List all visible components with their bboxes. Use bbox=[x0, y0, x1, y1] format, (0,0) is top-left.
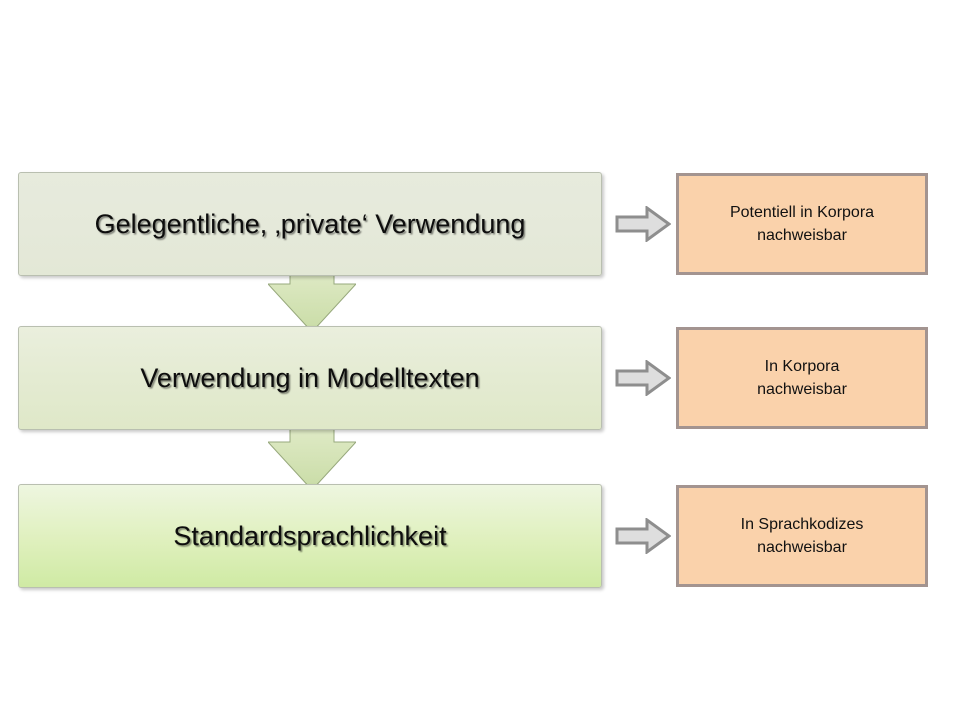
note-label: In Korpora nachweisbar bbox=[757, 355, 847, 401]
stage-box-standard-language[interactable]: Standardsprachlichkeit bbox=[18, 484, 602, 588]
arrow-right-icon bbox=[615, 518, 671, 554]
note-line-2: nachweisbar bbox=[757, 381, 847, 398]
note-box-in-corpora[interactable]: In Korpora nachweisbar bbox=[676, 327, 928, 429]
note-label: In Sprachkodizes nachweisbar bbox=[741, 513, 864, 559]
stage-label: Verwendung in Modelltexten bbox=[140, 362, 480, 393]
stage-label: Standardsprachlichkeit bbox=[173, 520, 447, 551]
arrow-right-icon bbox=[615, 360, 671, 396]
stage-box-use-in-model-texts[interactable]: Verwendung in Modelltexten bbox=[18, 326, 602, 430]
note-label: Potentiell in Korpora nachweisbar bbox=[730, 201, 874, 247]
note-line-1: In Korpora bbox=[764, 357, 840, 375]
note-box-potentially-in-corpora[interactable]: Potentiell in Korpora nachweisbar bbox=[676, 173, 928, 275]
note-box-in-language-codices[interactable]: In Sprachkodizes nachweisbar bbox=[676, 485, 928, 587]
stage-label: Gelegentliche, ‚private‘ Verwendung bbox=[94, 208, 526, 239]
note-line-1: In Sprachkodizes bbox=[740, 515, 864, 533]
note-line-1: Potentiell in Korpora bbox=[729, 203, 875, 221]
arrow-down-icon bbox=[268, 420, 356, 490]
note-line-2: nachweisbar bbox=[757, 539, 847, 556]
arrow-right-icon bbox=[615, 206, 671, 242]
note-line-2: nachweisbar bbox=[757, 227, 847, 244]
stage-box-occasional-private-use[interactable]: Gelegentliche, ‚private‘ Verwendung bbox=[18, 172, 602, 276]
